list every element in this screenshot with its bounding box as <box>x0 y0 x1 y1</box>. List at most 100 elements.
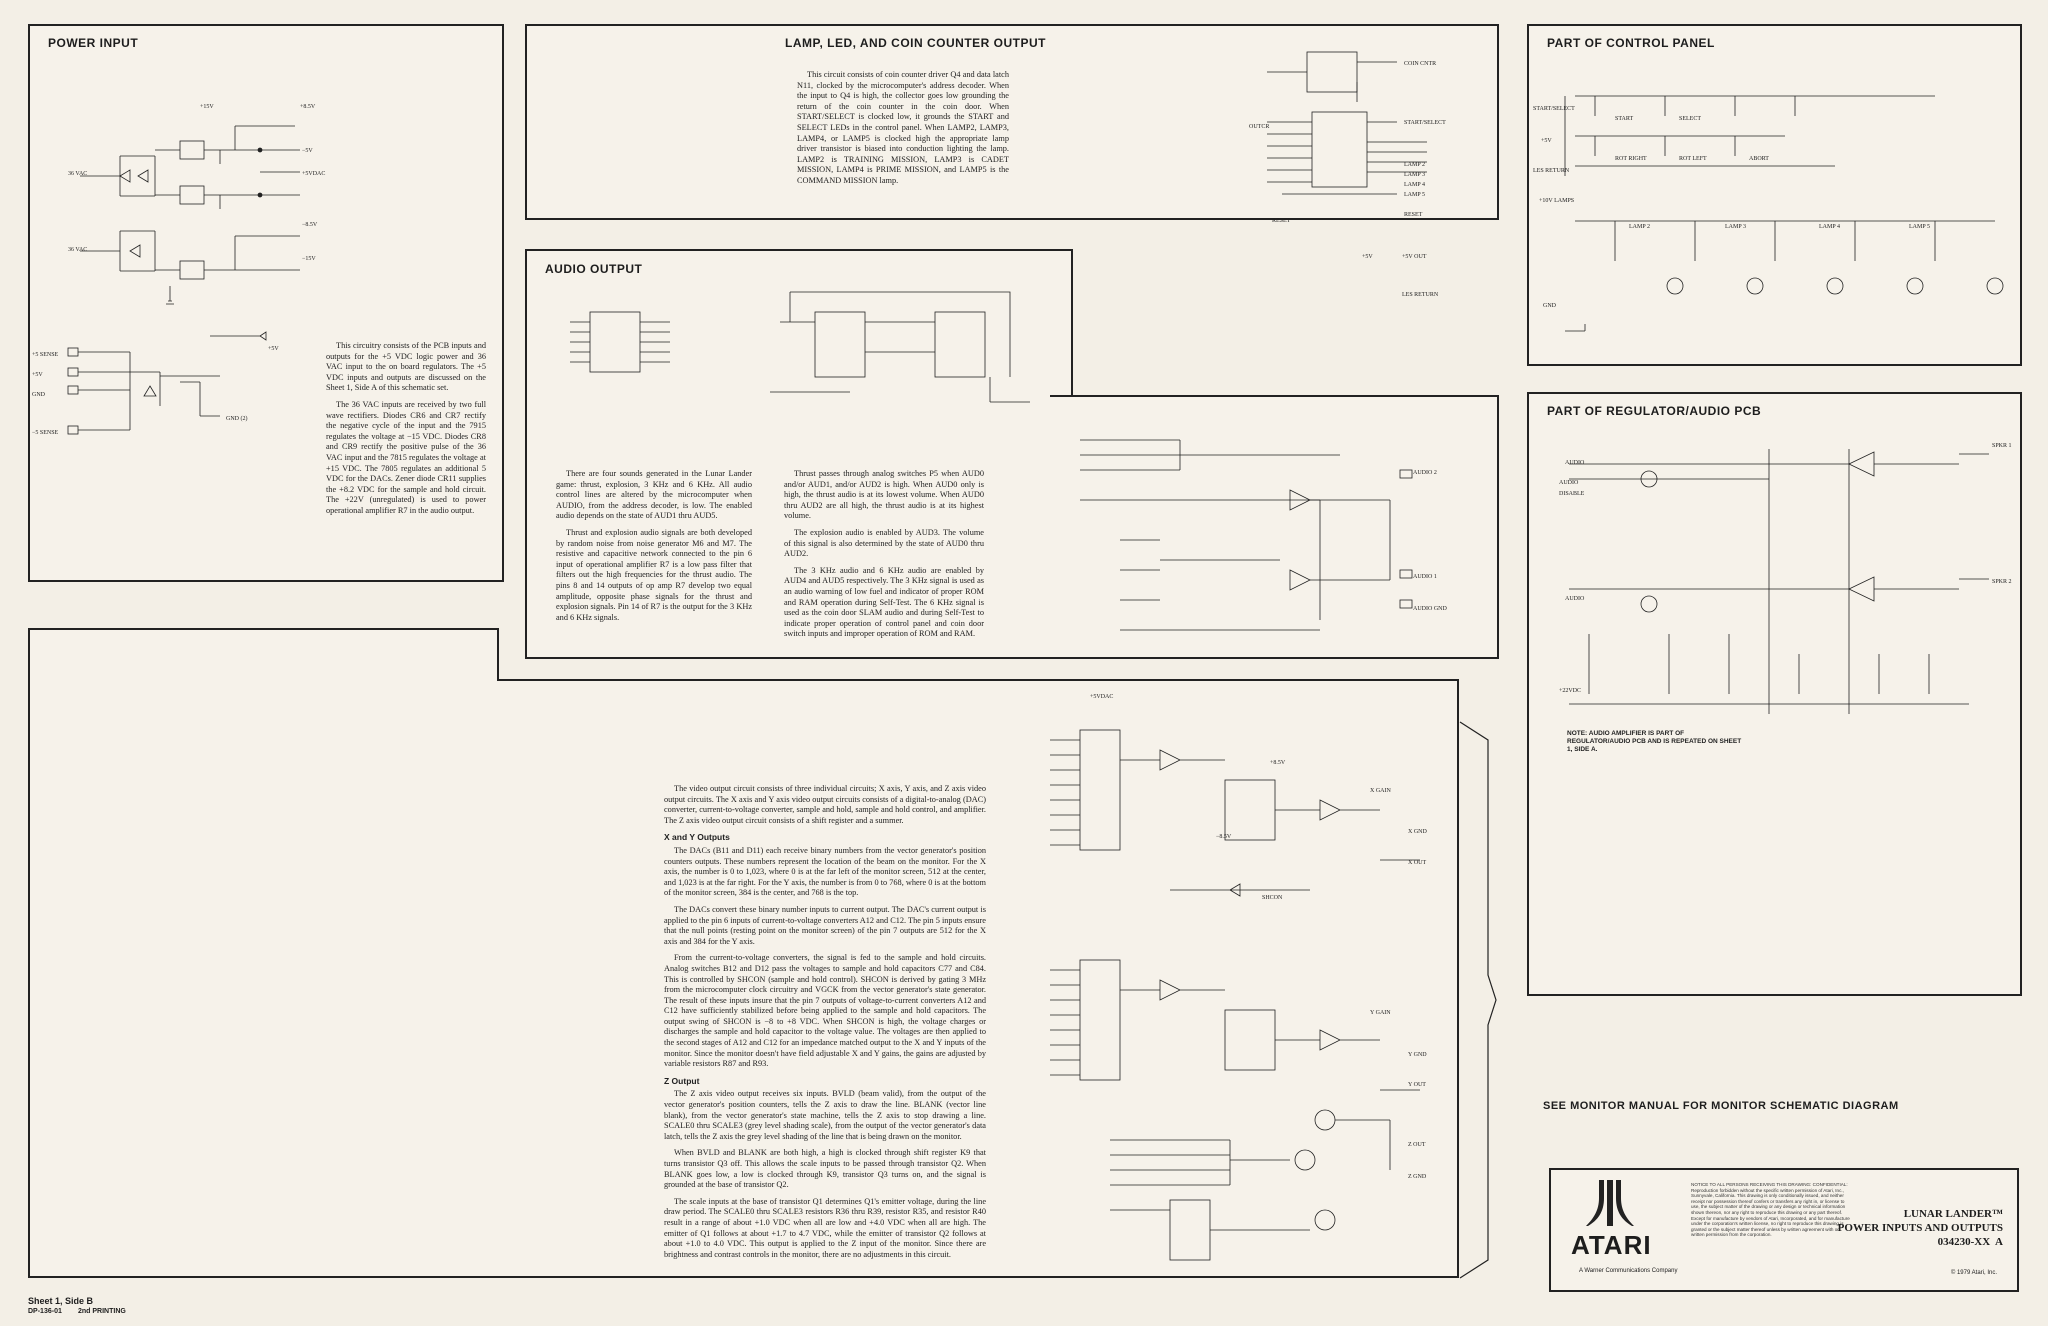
lamp-label-reset: RESET <box>1404 212 1423 218</box>
atari-brand: ATARI <box>1571 1230 1652 1260</box>
lamp-label-coin-cntr: COIN CNTR <box>1404 61 1437 67</box>
lamp-led-paragraph: This circuit consists of coin counter dr… <box>797 70 1009 185</box>
video-xy-heading: X and Y Outputs <box>664 832 730 843</box>
power-label-36vac-2: 36 VAC <box>68 247 88 253</box>
lamp-led-title: LAMP, LED, AND COIN COUNTER OUTPUT <box>785 36 1047 50</box>
audio-left-paragraph-1: There are four sounds generated in the L… <box>556 469 752 521</box>
lamp-label-plus5v: +5V <box>1362 254 1373 260</box>
lamp-led-description: This circuit consists of coin counter dr… <box>797 70 1009 193</box>
control-label-lamp3: LAMP 3 <box>1725 224 1746 230</box>
control-label-abort: ABORT <box>1749 156 1769 162</box>
video-xy-paragraph-2: The DACs convert these binary number inp… <box>664 904 986 946</box>
lamp-label-outcr: OUTCR <box>1249 124 1270 130</box>
power-input-schematic <box>60 86 360 506</box>
atari-fuji-icon <box>1585 1178 1635 1228</box>
power-input-paragraph-1: This circuitry consists of the PCB input… <box>326 341 486 393</box>
video-output-panel <box>28 628 499 1278</box>
video-z-paragraph-1: The Z axis video output receives six inp… <box>664 1089 986 1141</box>
reg-label-audio-top: AUDIO <box>1565 460 1585 466</box>
sheet-title: POWER INPUTS AND OUTPUTS <box>1837 1222 2003 1234</box>
audio-output-schematic-bottom <box>1060 420 1490 655</box>
monitor-note: SEE MONITOR MANUAL FOR MONITOR SCHEMATIC… <box>1543 1100 1899 1112</box>
video-output-schematic <box>1050 700 1450 1270</box>
power-label-plus15v: +15V <box>200 104 214 110</box>
control-label-lamp5: LAMP 5 <box>1909 224 1930 230</box>
video-label-x-gain: X GAIN <box>1370 788 1391 794</box>
part-number: 034230-XX A <box>1937 1236 2003 1248</box>
lamp-label-lamp2: LAMP 2 <box>1404 162 1425 168</box>
video-z-paragraph-3: The scale inputs at the base of transist… <box>664 1196 986 1259</box>
audio-label-audio1: AUDIO 1 <box>1413 574 1437 580</box>
power-label-minus8-5v: −8.5V <box>302 222 318 228</box>
power-input-description: This circuitry consists of the PCB input… <box>326 341 486 523</box>
video-output-description: The video output circuit consists of thr… <box>664 784 986 1266</box>
video-xy-paragraph-3: From the current-to-voltage converters, … <box>664 953 986 1069</box>
power-label-plus5v-out: +5V <box>268 346 279 352</box>
game-title: LUNAR LANDER™ <box>1903 1208 2003 1220</box>
control-panel-panel: PART OF CONTROL PANEL START/SELECT +5V L… <box>1527 24 2022 366</box>
control-label-lamp2: LAMP 2 <box>1629 224 1650 230</box>
reg-label-audio-disable: AUDIO DISABLE <box>1559 480 1585 497</box>
warner-parent: A Warner Communications Company <box>1579 1268 1678 1274</box>
reg-label-spkr1: SPKR 1 <box>1992 443 2012 449</box>
lamp-led-panel: LAMP, LED, AND COIN COUNTER OUTPUT This … <box>525 24 1499 224</box>
power-label-5vdac: +5VDAC <box>302 171 326 177</box>
control-label-select: SELECT <box>1679 116 1701 122</box>
lamp-label-lamp5: LAMP 5 <box>1404 192 1425 198</box>
monitor-brace <box>1458 720 1498 1280</box>
power-label-minus5sense: −5 SENSE <box>32 430 59 436</box>
power-label-minus15v: −15V <box>302 256 316 262</box>
audio-output-schematic-top <box>550 282 1030 442</box>
power-input-title: POWER INPUT <box>48 36 139 50</box>
audio-label-audio2: AUDIO 2 <box>1413 470 1437 476</box>
power-label-minus5v: −5V <box>302 148 313 154</box>
control-label-rot-left: ROT LEFT <box>1679 156 1707 162</box>
power-label-gnd: GND <box>32 392 45 398</box>
power-label-plus5v: +5V <box>32 372 43 378</box>
audio-left-paragraph-2: Thrust and explosion audio signals are b… <box>556 527 752 622</box>
power-label-gnd2: GND (2) <box>226 416 248 422</box>
video-z-paragraph-2: When BVLD and BLANK are both high, a hig… <box>664 1148 986 1190</box>
video-label-plus8-5v: +8.5V <box>1270 760 1286 766</box>
reg-label-spkr2: SPKR 2 <box>1992 579 2012 585</box>
audio-output-title: AUDIO OUTPUT <box>545 262 643 276</box>
confidential-notice: NOTICE TO ALL PERSONS RECEIVING THIS DRA… <box>1691 1182 1850 1238</box>
control-label-lamps-power: +10V LAMPS <box>1539 198 1575 204</box>
video-z-heading: Z Output <box>664 1075 700 1086</box>
power-input-panel: POWER INPUT 36 VAC 36 VAC +1 <box>28 24 504 582</box>
lamp-label-reset-in: RESET <box>1272 218 1291 224</box>
video-xy-paragraph-1: The DACs (B11 and D11) each receive bina… <box>664 845 986 898</box>
video-label-5vdac: +5VDAC <box>1090 694 1114 700</box>
lamp-label-start-select: START/SELECT <box>1404 120 1446 126</box>
audio-output-panel-ext <box>1050 395 1499 659</box>
audio-output-panel <box>525 249 1073 659</box>
video-label-x-gnd: X GND <box>1408 829 1427 835</box>
reg-label-audio-bottom: AUDIO <box>1565 596 1585 602</box>
footer-sheet: Sheet 1, Side B <box>28 1296 94 1306</box>
audio-right-paragraph-2: The explosion audio is enabled by AUD3. … <box>784 527 984 559</box>
regulator-audio-title: PART OF REGULATOR/AUDIO PCB <box>1547 404 1762 418</box>
audio-label-audio-gnd: AUDIO GND <box>1413 606 1447 612</box>
lamp-label-plus5v-out: +5V OUT <box>1402 254 1427 260</box>
audio-border-fill <box>1050 397 1075 655</box>
audio-border-corner <box>1071 395 1075 397</box>
reg-label-22vdc: +22VDC <box>1559 688 1582 694</box>
video-label-y-gain: Y GAIN <box>1370 1010 1391 1016</box>
control-label-les-return: LES RETURN <box>1533 168 1570 174</box>
control-label-start-select: START/SELECT <box>1533 106 1575 112</box>
title-block: ATARI A Warner Communications Company NO… <box>1549 1168 2019 1292</box>
video-label-y-gnd: Y GND <box>1408 1052 1427 1058</box>
video-label-z-gnd: Z GND <box>1408 1174 1427 1180</box>
regulator-audio-schematic <box>1549 434 2009 734</box>
control-label-lamp4: LAMP 4 <box>1819 224 1840 230</box>
audio-border-seg <box>1071 249 1073 397</box>
control-panel-title: PART OF CONTROL PANEL <box>1547 36 1715 50</box>
video-label-z-out: Z OUT <box>1408 1142 1426 1148</box>
video-label-minus8-5v: −8.5V <box>1216 834 1232 840</box>
control-panel-schematic <box>1535 86 2015 346</box>
lamp-label-lamp3: LAMP 3 <box>1404 172 1425 178</box>
control-label-rot-right: ROT RIGHT <box>1615 156 1647 162</box>
lamp-label-les-return: LES RETURN <box>1402 292 1439 298</box>
audio-output-description-left: There are four sounds generated in the L… <box>556 469 752 629</box>
video-label-shcon: SHCON <box>1262 895 1283 901</box>
